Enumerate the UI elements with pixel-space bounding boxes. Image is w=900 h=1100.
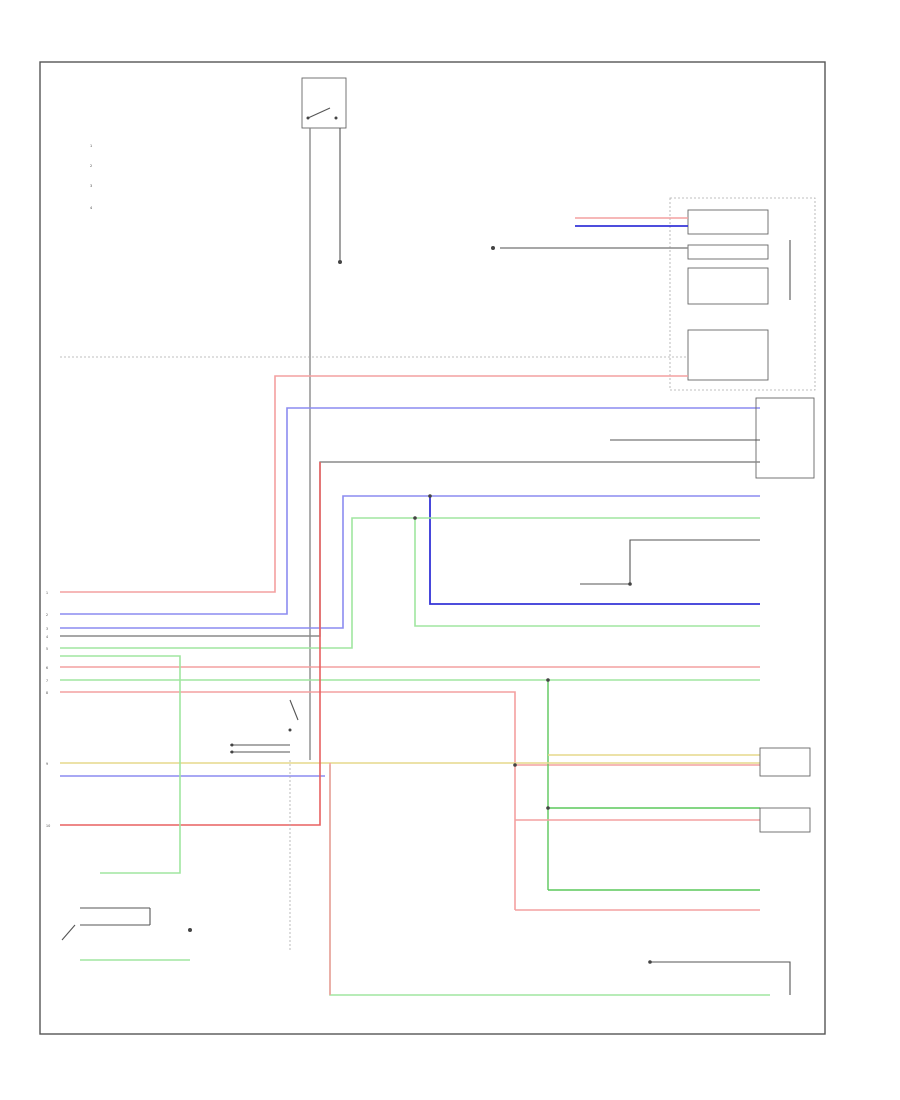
middle-switch [230,699,299,754]
right-component-top [755,397,815,479]
pin-6: 6 [46,666,48,670]
top-switch [301,77,347,760]
top-switch-box [301,77,347,129]
dark-red-wire [60,462,321,826]
dark-blue-branch [429,496,760,605]
control-module-outline [669,197,816,391]
legend: 1 2 3 4 [90,144,92,210]
bottom-left-switch [61,907,192,961]
diagram-frame [39,61,826,1035]
pin-3: 3 [46,627,48,631]
pin-4: 4 [46,635,48,639]
legend-line-3: 3 [90,184,92,188]
green-wire-upper [60,517,760,649]
module-signal-block [687,244,769,260]
module-relay-block [687,329,769,381]
pin-1: 1 [46,591,48,595]
legend-line-2: 2 [90,164,92,168]
left-connector-pins: 1 2 3 4 5 6 7 8 9 10 [46,591,50,828]
gray-wire-mid [60,461,760,637]
module-input-block [687,209,769,235]
red-wire-upper [60,375,688,593]
green-wire-bottom [329,765,770,996]
bottom-right-switch-wire [650,961,791,995]
blue-wire-upper [60,407,760,615]
green-left-loop [60,655,181,874]
pin-9: 9 [46,762,48,766]
control-module [669,197,816,391]
green-branch [414,518,760,627]
blue-wire-lower [60,495,760,629]
right-component-lower-2 [759,807,811,833]
legend-line-1: 1 [90,144,92,148]
pin-10: 10 [46,824,50,828]
pin-5: 5 [46,647,48,651]
red-wire-lower-right [60,691,760,766]
ground-bracket [629,539,760,584]
pin-2: 2 [46,613,48,617]
legend-line-4: 4 [90,206,92,210]
pin-7: 7 [46,679,48,683]
right-component-lower-1 [759,747,811,777]
pin-8: 8 [46,691,48,695]
module-logic-block [687,267,769,305]
